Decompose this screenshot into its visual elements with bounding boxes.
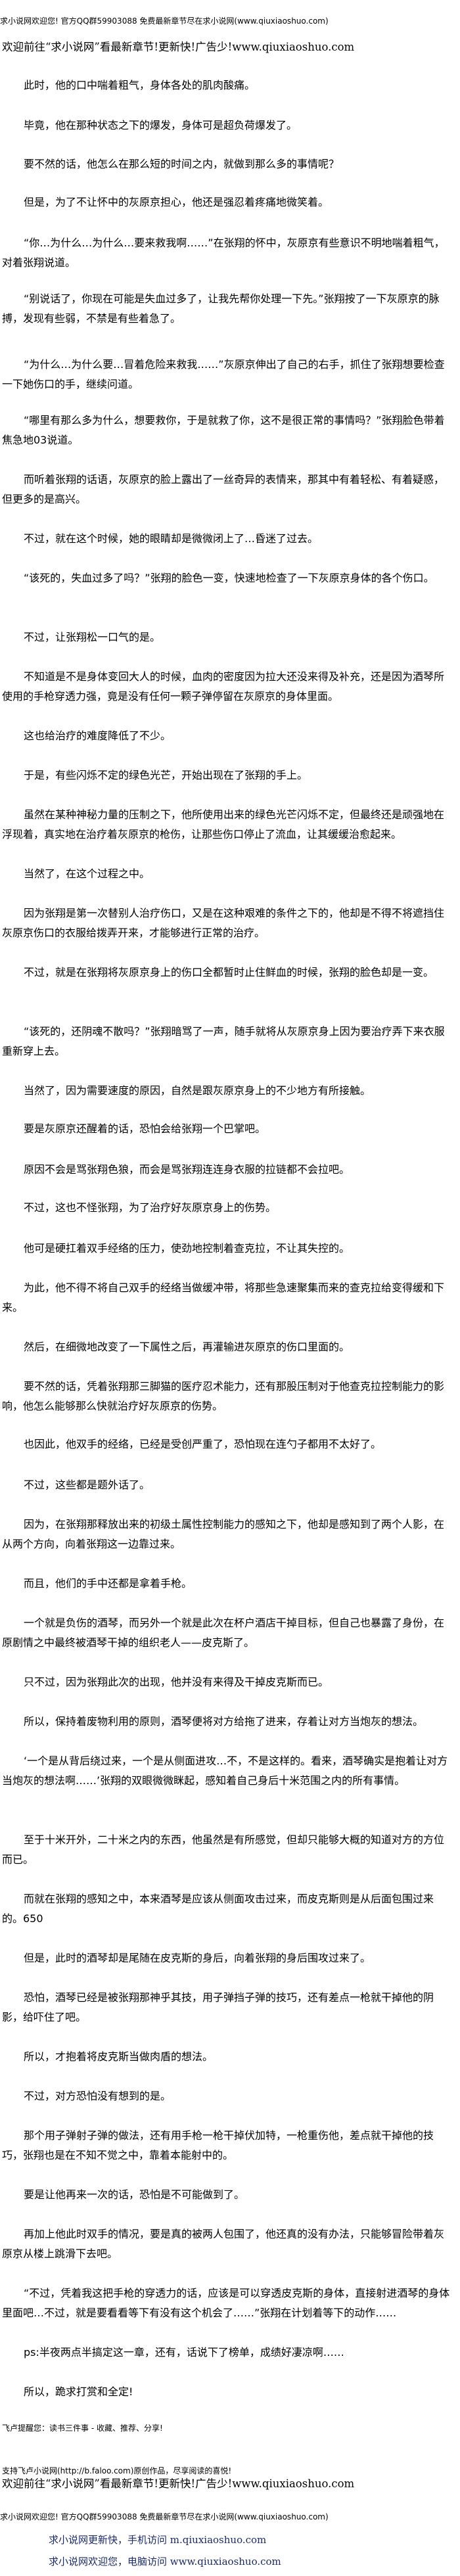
paragraph: 至于十米开外，二十米之内的东西，他虽然是有所感觉，但却只能够大概的知道对方的方位… [2, 1833, 445, 1866]
mobile-access-link[interactable]: 求小说网更新快，手机访问 m.qiuxiaoshuo.com [49, 2534, 267, 2546]
paragraph: 不过，对方恐怕没有想到的是。 [24, 2090, 172, 2102]
paragraph: 因为张翔是第一次替别人治疗伤口，又是在这种艰难的条件之下的，他却是不得不将遮挡住… [2, 907, 445, 939]
paragraph: 不过，这也不怪张翔，为了治疗好灰原京身上的伤势。 [24, 1201, 277, 1214]
bottom-site-notice: 求小说网欢迎您! 官方QQ群59903088 免费最新章节尽在求小说网(www.… [0, 2512, 329, 2521]
paragraph: 所以，跪求打赏和全定! [24, 2385, 133, 2398]
paragraph: 原因不会是骂张翔色狼，而会是骂张翔连连身衣服的拉链都不会拉吧。 [24, 1163, 350, 1176]
paragraph: 而就在张翔的感知之中，本来酒琴是应该从侧面攻击过来，而皮克斯则是从后面包围过来的… [2, 1893, 434, 1925]
paragraph: “不过，凭着我这把手枪的穿透力的话，应该是可以穿透皮克斯的身体，直接射进酒琴的身… [2, 2287, 450, 2319]
paragraph: 毕竟，他在那种状态之下的爆发，身体可是超负荷爆发了。 [24, 119, 298, 131]
paragraph: 而听着张翔的话语，灰原京的脸上露出了一丝奇异的表情来，那其中有着轻松、有着疑惑，… [2, 473, 445, 505]
paragraph: “该死的，还阴魂不散吗？”张翔暗骂了一声，随手就将从灰原京身上因为要治疗弄下来衣… [2, 1025, 445, 1057]
paragraph: “该死的，失血过多了吗？”张翔的脸色一变，快速地检查了一下灰原京身体的各个伤口。 [24, 572, 434, 584]
paragraph: 要不然的话，他怎么在那么短的时间之内，就做到那么多的事情呢？ [24, 158, 340, 170]
paragraph: 一个就是负伤的酒琴，而另外一个就是此次在杯户酒店干掉目标，但自己也暴露了身份，在… [2, 1617, 445, 1649]
paragraph: 但是，此时的酒琴却是尾随在皮克斯的身后，向着张翔的身后围攻过来了。 [24, 1952, 371, 1964]
paragraph: 不过，就在这个时候，她的眼睛却是微微闭上了…昏迷了过去。 [24, 532, 319, 545]
paragraph: 只不过，因为张翔此次的出现，他并没有来得及干掉皮克斯而已。 [24, 1676, 329, 1688]
paragraph: 但是，为了不让怀中的灰原京担心，他还是强忍着疼痛地微笑着。 [24, 196, 329, 208]
faloo-support-link[interactable]: 支持飞卢小说网(http://b.faloo.com)原创作品，尽享阅读的喜悦! [2, 2466, 232, 2475]
paragraph: 虽然在某种神秘力量的压制之下，他所使用出来的绿色光芒闪烁不定，但最终还是顽强地在… [2, 808, 445, 840]
faloo-reminder: 飞卢提醒您：读书三件事 - 收藏、推荐、分享! [2, 2424, 163, 2433]
paragraph: 不过，这些都是题外话了。 [24, 1479, 150, 1491]
bottom-promo-banner: 欢迎前往“求小说网”看最新章节!更新快!广告少!www.qiuxiaoshuo.… [2, 2477, 355, 2490]
pc-access-link[interactable]: 求小说网欢迎您，电脑访问 www.qiuxiaoshuo.com [49, 2556, 281, 2567]
paragraph: 要是灰原京还醒着的话，恐怕会给张翔一个巴掌吧。 [24, 1122, 266, 1135]
paragraph: 此时，他的口中喘着粗气，身体各处的肌肉酸痛。 [24, 79, 256, 91]
paragraph: 当然了，在这个过程之中。 [24, 867, 150, 880]
paragraph: “你…为什么…为什么…要来救我啊……”在张翔的怀中，灰原京有些意识不明地喘着粗气… [2, 237, 445, 269]
paragraph: 恐怕，酒琴已经是被张翔那神乎其技，用子弹挡子弹的技巧，还有差点一枪就干掉他的阴影… [2, 1991, 434, 2023]
paragraph: 所以，才抱着将皮克斯当做肉盾的想法。 [24, 2050, 214, 2063]
paragraph: 为此，他不得不将自己双手的经络当做缓冲带，将那些急速聚集而来的查克拉给变得缓和下… [2, 1281, 445, 1314]
paragraph: 不知道是不是身体变回大人的时候，血肉的密度因为拉大还没来得及补充，还是因为酒琴所… [2, 670, 445, 702]
paragraph: 因为，在张翔那释放出来的初级土属性控制能力的感知之下，他却是感知到了两个人影，在… [2, 1518, 445, 1550]
paragraph: 那个用子弹射子弹的做法，还有用手枪一枪干掉伏加特，一枪重伤他，差点就干掉他的技巧… [2, 2129, 434, 2161]
paragraph: 不过，就是在张翔将灰原京身上的伤口全都暂时止住鲜血的时候，张翔的脸色却是一变。 [24, 966, 434, 978]
paragraph: ‘一个是从背后绕过来，一个是从侧面进攻…不，不是这样的。看来，酒琴确实是抱着让对… [2, 1755, 448, 1787]
paragraph: 要是让他再来一次的话，恐怕是不可能做到了。 [24, 2188, 245, 2201]
paragraph: 这也给治疗的难度降低了不少。 [24, 729, 172, 742]
paragraph: 再加上他此时双手的情况，要是真的被两人包围了，他还真的没有办法，只能够冒险带着灰… [2, 2228, 445, 2260]
paragraph: 也因此，他双手的经络，已经是受创严重了，恐怕现在连勺子都用不太好了。 [24, 1438, 382, 1450]
paragraph: 当然了，因为需要速度的原因，自然是跟灰原京身上的不少地方有所接触。 [24, 1084, 371, 1097]
top-site-notice: 求小说网欢迎您! 官方QQ群59903088 免费最新章节尽在求小说网(www.… [0, 16, 329, 26]
top-promo-banner: 欢迎前往“求小说网”看最新章节!更新快!广告少!www.qiuxiaoshuo.… [2, 41, 355, 53]
paragraph: “为什么…为什么要…冒着危险来救我……”灰原京伸出了自己的右手，抓住了张翔想要检… [2, 358, 445, 390]
paragraph: 于是，有些闪烁不定的绿色光芒，开始出现在了张翔的手上。 [24, 769, 308, 781]
paragraph: ps:半夜两点半搞定这一章，还有，话说下了榜单，成绩好凄凉啊…… [24, 2346, 344, 2358]
paragraph: 要不然的话，凭着张翔那三脚猫的医疗忍术能力，还有那股压制对于他查克拉控制能力的影… [2, 1380, 445, 1412]
paragraph: 而且，他们的手中还都是拿着手枪。 [24, 1577, 193, 1590]
paragraph: 他可是硬扛着双手经络的压力，使劲地控制着查克拉，不让其失控的。 [24, 1242, 350, 1254]
paragraph: 所以，保持着废物利用的原则，酒琴便将对方给拖了进来，存着让对方当炮灰的想法。 [24, 1715, 424, 1728]
paragraph: 然后，在细微地改变了一下属性之后，再灌输进灰原京的伤口里面的。 [24, 1341, 350, 1353]
paragraph: “别说话了，你现在可能是失血过多了，让我先帮你处理一下先。”张翔按了一下灰原京的… [2, 292, 440, 325]
paragraph: “哪里有那么多为什么，想要救你，于是就救了你，这不是很正常的事情吗？”张翔脸色带… [2, 414, 445, 446]
paragraph: 不过，让张翔松一口气的是。 [24, 631, 161, 643]
